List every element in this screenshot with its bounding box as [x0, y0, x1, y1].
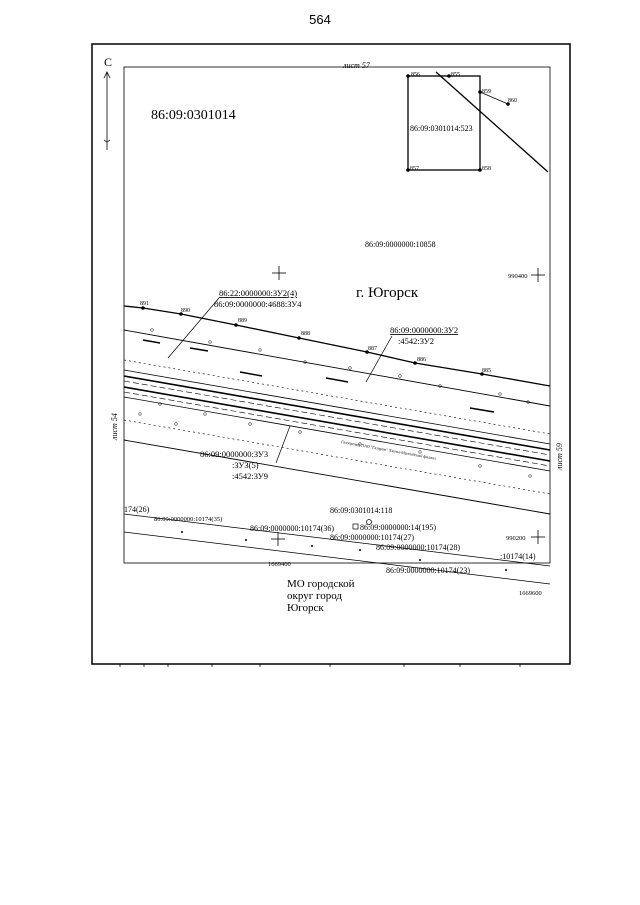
parcel-174-26-label: 174(26)	[124, 505, 150, 514]
point-857: 857	[410, 166, 419, 172]
parcel-10174-14-label: :10174(14)	[500, 552, 536, 561]
lower-road	[123, 513, 551, 585]
municipality-line-3: Югорск	[287, 602, 324, 614]
zu2-4-leader	[167, 297, 220, 359]
parcel-10174-23-label: 86:09:0000000:10174(23)	[386, 566, 470, 575]
lower-road-points	[181, 531, 507, 571]
point-888: 888	[301, 331, 310, 337]
coord-1669400: 1669400	[268, 561, 291, 568]
point-886: 886	[417, 357, 426, 363]
point-890: 890	[181, 308, 190, 314]
parcel-14-195-label: 86:09:0000000:14(195)	[360, 523, 436, 532]
bottom-ticks	[119, 664, 521, 667]
turning-points-boundary	[141, 306, 484, 376]
zu3-label: 86:09:0000000:ЗУ3	[200, 449, 268, 459]
point-887: 887	[368, 346, 377, 352]
point-889: 889	[238, 318, 247, 324]
parcel-10174-28-label: 86:09:0000000:10174(28)	[376, 543, 460, 552]
sheet-right-label: лист 59	[555, 443, 564, 471]
parcel-10858-label: 86:09:0000000:10858	[365, 240, 436, 249]
point-856: 856	[411, 72, 420, 78]
city-label: г. Югорск	[356, 285, 419, 301]
sheet-top-label: лист 57	[342, 61, 371, 70]
page-number: 564	[309, 12, 331, 27]
parcel-118-label: 86:09:0301014:118	[330, 506, 392, 515]
north-arrow-icon	[103, 71, 111, 150]
grid-cross-icon	[271, 266, 545, 546]
boundary-line-upper	[123, 305, 551, 387]
coord-990200: 990200	[506, 535, 526, 542]
zu2-b-label: :4542:ЗУ2	[398, 336, 434, 346]
map-frame	[91, 43, 571, 665]
parcel-10174-27-label: 86:09:0000000:10174(27)	[330, 533, 414, 542]
zu2-label: 86:09:0000000:ЗУ2	[390, 325, 458, 335]
diagonal-boundary	[435, 71, 549, 173]
main-block-label: 86:09:0301014	[151, 108, 236, 123]
point-885: 885	[482, 368, 491, 374]
coord-990400: 990400	[508, 273, 528, 280]
corridor-dashes	[142, 339, 495, 413]
inner-frame	[123, 66, 551, 564]
parcel-118-marker	[366, 519, 372, 525]
corridor-band	[123, 329, 551, 515]
point-858: 858	[482, 166, 491, 172]
parcel-523-label: 86:09:0301014:523	[410, 124, 473, 133]
coord-1669600: 1669600	[519, 590, 542, 597]
zu3-5-label: :ЗУ3(5)	[232, 460, 259, 470]
north-label: С	[104, 55, 112, 69]
parcel-10174-35-label: 86:09:0000000:10174(35)	[154, 516, 222, 523]
point-855: 855	[451, 72, 460, 78]
zu2-4-label: 86:22:0000000:ЗУ2(4)	[219, 288, 297, 298]
zu4-label: 86:09:0000000:4688:ЗУ4	[214, 299, 302, 309]
point-859: 859	[482, 89, 491, 95]
diagonal-boundary-b	[479, 91, 509, 105]
parcel-523-outline	[407, 75, 481, 171]
turning-points-top	[406, 74, 510, 172]
point-891: 891	[140, 301, 149, 307]
municipality-line-2: округ город	[287, 590, 342, 602]
sheet-left-label: лист 54	[110, 413, 119, 441]
municipality-line-1: МО городской	[287, 578, 355, 590]
parcel-14-marker	[352, 523, 359, 530]
point-860: 860	[508, 98, 517, 104]
corridor-points	[138, 328, 532, 478]
zu9-label: :4542:ЗУ9	[232, 471, 268, 481]
parcel-10174-36-label: 86:09:0000000:10174(36)	[250, 524, 334, 533]
zu3-leader	[275, 425, 291, 464]
pipeline-label: Газопровод ПАО "Газпром" Ханты-Мансийски…	[341, 439, 437, 461]
